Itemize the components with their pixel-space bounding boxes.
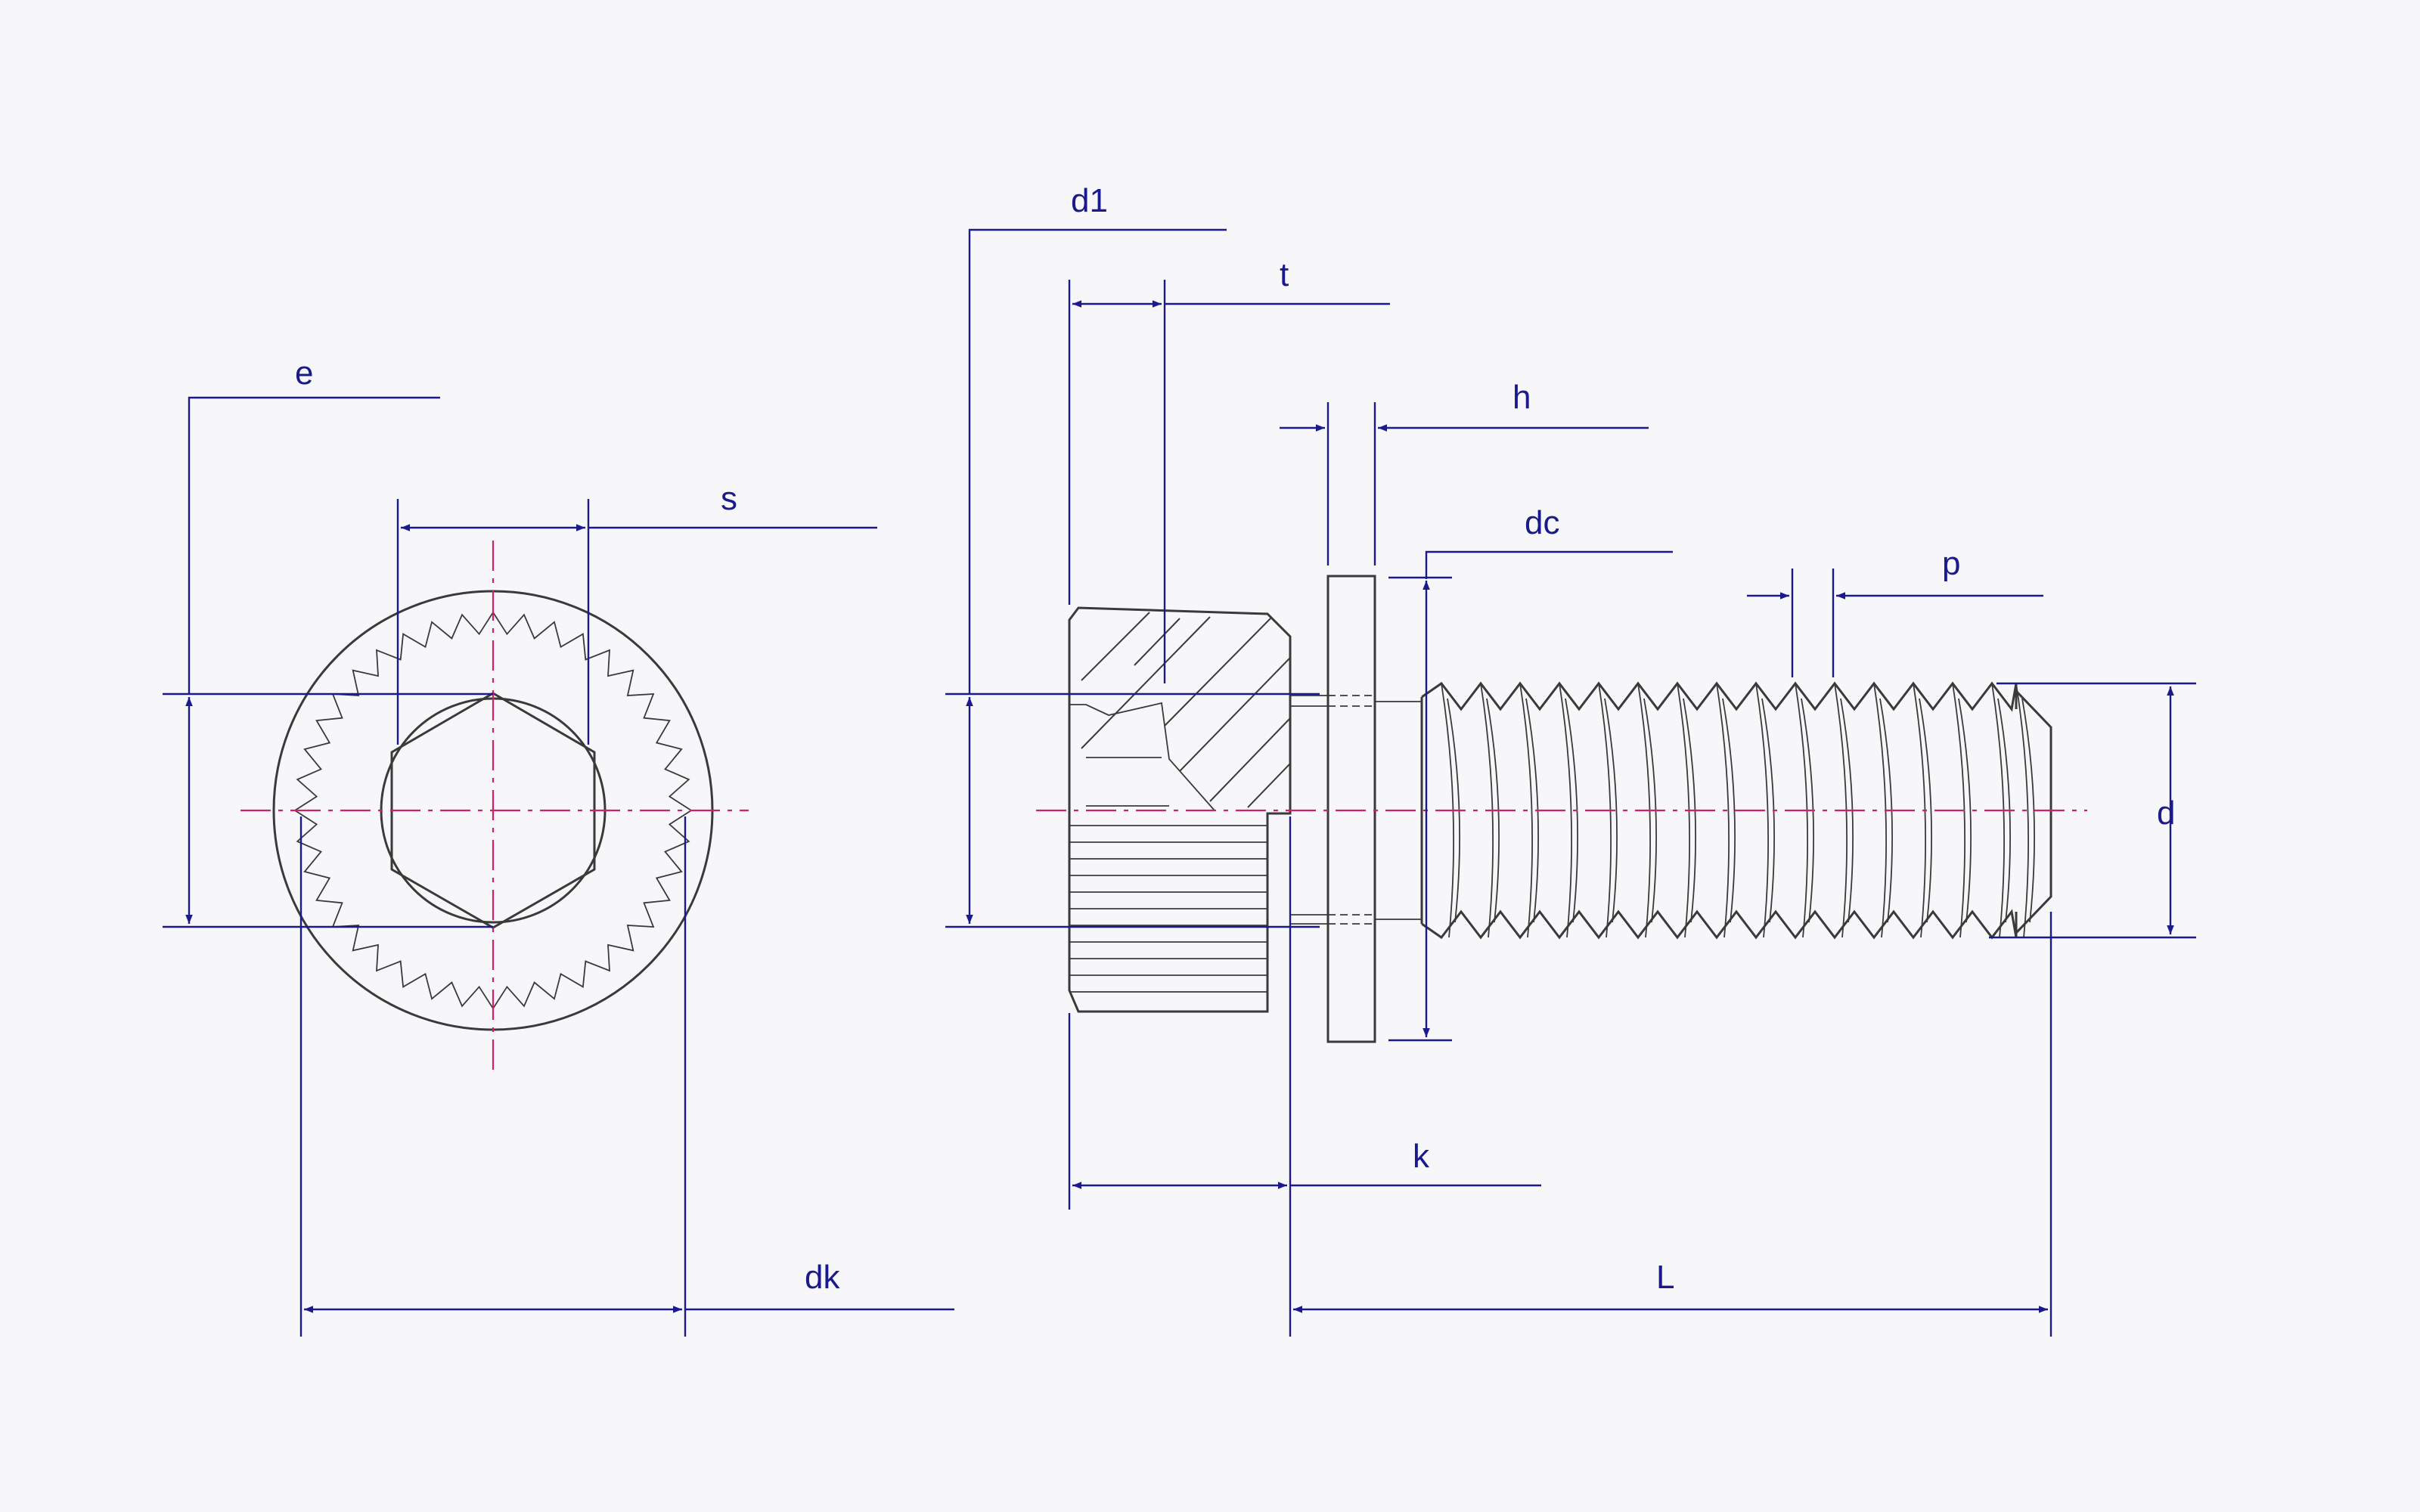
head-outline [1068, 606, 1292, 1013]
hatch-line [1247, 763, 1291, 808]
thread-tip-chamfer [2015, 689, 2052, 934]
washer [1326, 575, 1376, 1043]
thread-flank-inner [1919, 698, 1932, 923]
thread-flank-inner [1958, 698, 1972, 923]
label-d: d [2157, 795, 2175, 832]
label-L: L [1656, 1259, 1674, 1296]
thread-flank-inner [2021, 698, 2035, 923]
thread-root-line [1421, 909, 2018, 940]
side-view [1036, 575, 2087, 1043]
hatch-line [1164, 618, 1271, 727]
thread-flank [1519, 683, 1533, 938]
front-dimensions: e s dk [163, 355, 954, 1337]
thread-flank-inner [1604, 698, 1618, 923]
dim-e-leader [188, 396, 440, 694]
side-dimensions: d1 t h dc p d k L [945, 182, 2196, 1337]
thread-flank-inner [1722, 698, 1736, 923]
label-dk: dk [805, 1259, 840, 1296]
label-e: e [295, 355, 313, 392]
label-p: p [1942, 545, 1960, 582]
hatch-line [1134, 618, 1181, 666]
socket-cavity [1069, 702, 1215, 811]
thread-flank [1716, 683, 1730, 938]
thread-crest-line [1421, 681, 2018, 712]
hatch-line [1209, 717, 1291, 802]
label-h: h [1512, 379, 1531, 416]
thread-flank [1755, 683, 1769, 938]
head-section-hatch [1081, 612, 1291, 808]
label-dc: dc [1525, 504, 1559, 541]
dim-d1-leader [968, 228, 1227, 694]
thread-flank [1559, 683, 1572, 938]
hatch-line [1081, 616, 1211, 749]
hatch-line [1081, 612, 1150, 681]
hatch-line [1179, 657, 1291, 772]
label-s: s [721, 480, 737, 517]
head-knurl-lines [1069, 825, 1267, 993]
label-d1: d1 [1071, 182, 1108, 219]
thread-flank [2015, 683, 2029, 938]
front-view [240, 541, 749, 1077]
dim-dc-leader [1425, 550, 1673, 579]
label-t: t [1280, 256, 1289, 293]
label-k: k [1413, 1138, 1430, 1175]
